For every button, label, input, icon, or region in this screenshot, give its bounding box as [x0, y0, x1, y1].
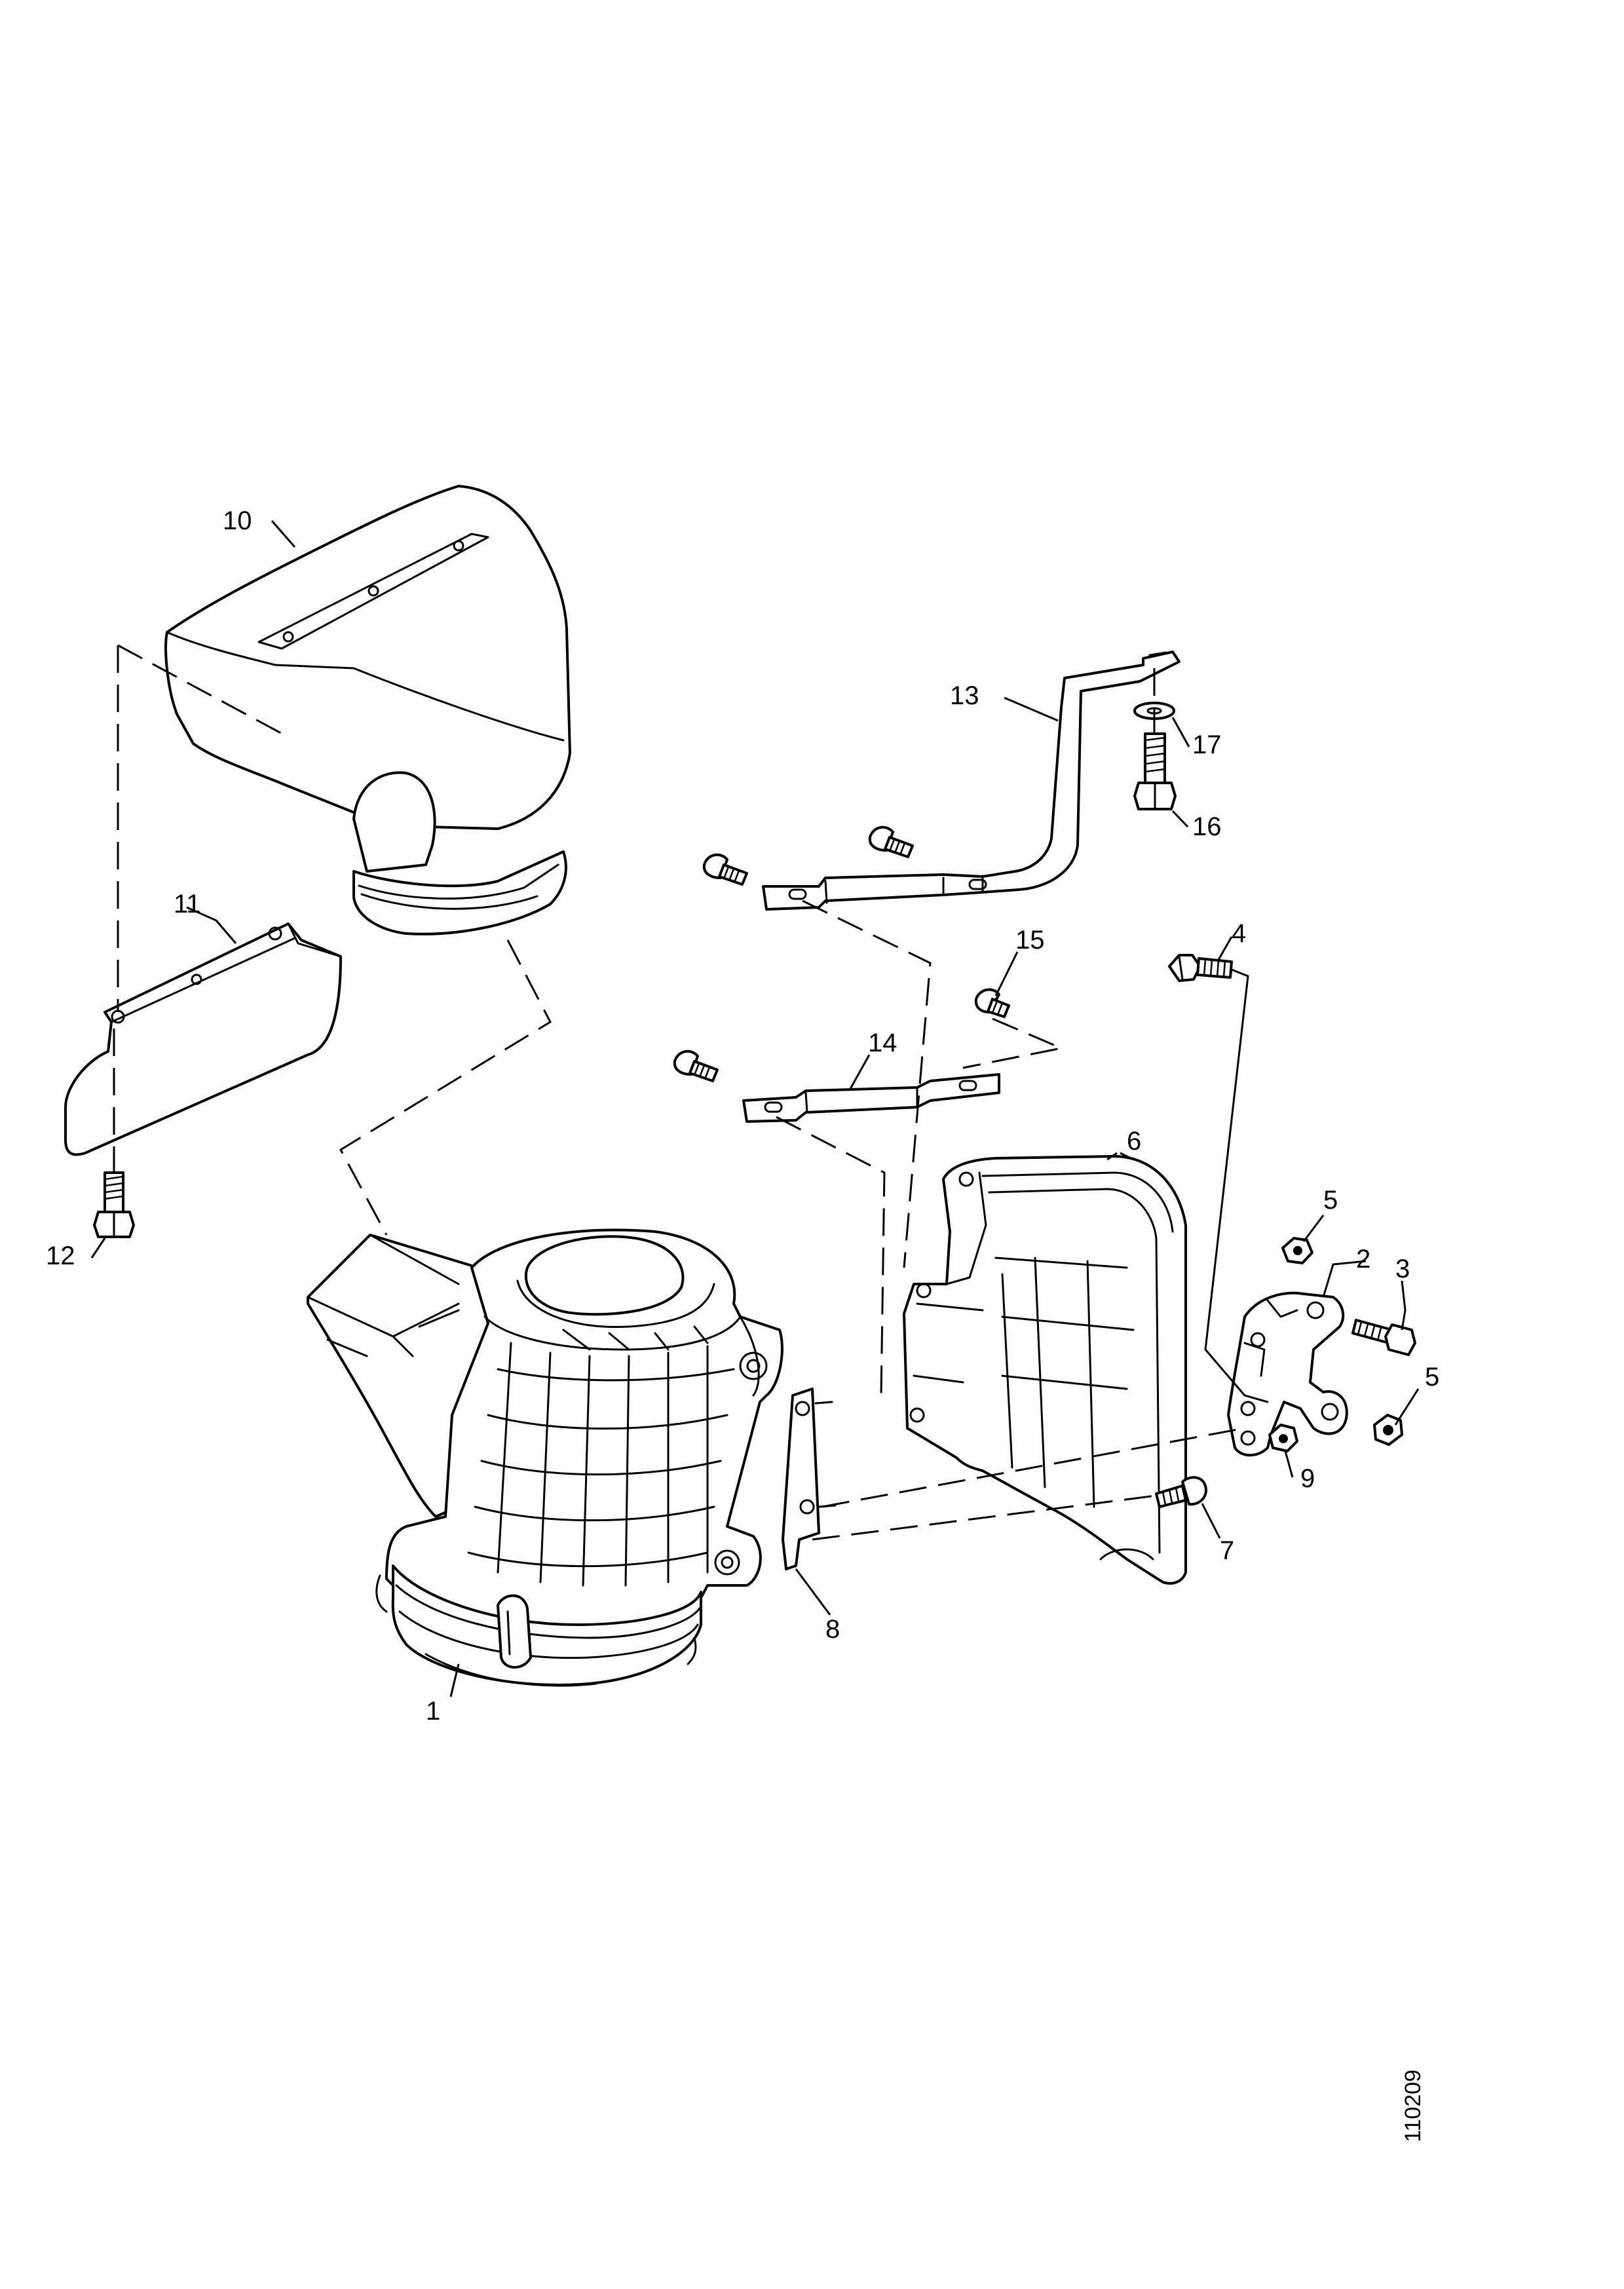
part-16-bolt — [1133, 732, 1177, 810]
strut-14-screw — [673, 1050, 719, 1082]
part-10-intake-cover — [164, 485, 571, 936]
strut-13-screw-left — [702, 853, 748, 886]
drawing-reference-number: 110209 — [1401, 2070, 1426, 2142]
part-15-screw — [974, 988, 1010, 1018]
callout-5-lower: 5 — [1425, 1363, 1439, 1391]
callout-11: 11 — [174, 890, 201, 918]
callout-1: 1 — [426, 1697, 440, 1726]
part-4-bolt — [1168, 954, 1233, 982]
part-13-support-strut — [762, 651, 1180, 911]
part-5-nut-upper — [1281, 1237, 1313, 1264]
callout-7: 7 — [1220, 1536, 1234, 1565]
assembly-lines — [113, 644, 1249, 1541]
part-12-bolt — [93, 1171, 135, 1238]
callout-17: 17 — [1192, 730, 1222, 759]
part-7-screw — [1155, 1476, 1207, 1508]
callout-13: 13 — [950, 681, 979, 710]
part-6-shield-panel — [903, 1155, 1187, 1585]
callout-5-upper: 5 — [1323, 1186, 1338, 1215]
callout-6: 6 — [1127, 1127, 1141, 1156]
part-2-mounting-bracket — [1227, 1291, 1348, 1457]
part-14-short-strut — [742, 1073, 1000, 1123]
part-11-shield-plate — [64, 922, 342, 1156]
callout-2: 2 — [1356, 1245, 1370, 1274]
callout-labels: 1 2 3 4 5 5 6 7 8 9 10 11 12 13 14 15 16… — [46, 506, 1439, 1726]
part-9-nut — [1268, 1424, 1298, 1452]
callout-9: 9 — [1300, 1464, 1315, 1493]
callout-12: 12 — [46, 1241, 75, 1270]
strut-13-screw-right — [868, 825, 914, 858]
callout-10: 10 — [223, 506, 252, 535]
callout-8: 8 — [825, 1615, 840, 1644]
callout-16: 16 — [1192, 812, 1222, 841]
part-3-bolt — [1351, 1319, 1416, 1356]
part-8-bracket-strip — [782, 1388, 837, 1570]
part-5-nut-lower — [1373, 1414, 1403, 1446]
leader-lines — [90, 520, 1420, 1697]
part-1-filter-housing — [307, 1228, 784, 1687]
callout-15: 15 — [1015, 926, 1045, 955]
callout-4: 4 — [1232, 919, 1246, 948]
callout-3: 3 — [1395, 1255, 1410, 1283]
callout-14: 14 — [868, 1029, 897, 1057]
